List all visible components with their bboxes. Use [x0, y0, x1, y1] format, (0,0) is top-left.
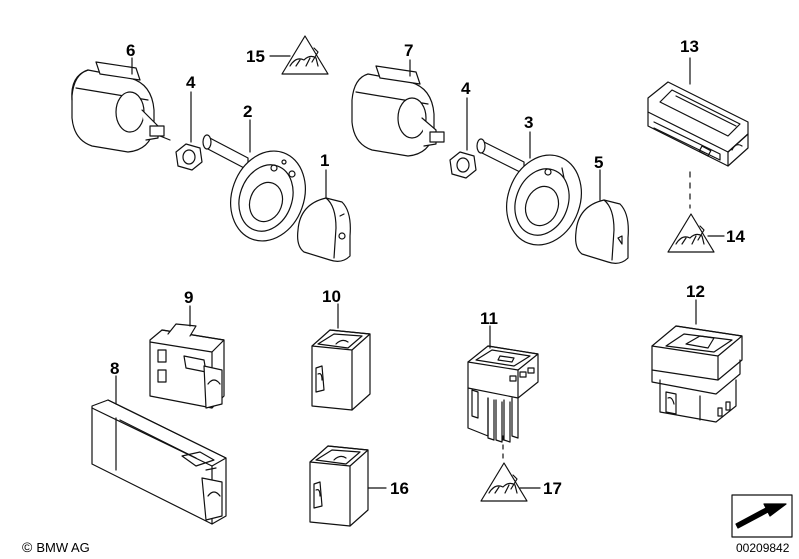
- part-12-switch: [651, 325, 743, 423]
- callout-7: 7: [404, 41, 414, 60]
- callout-11: 11: [480, 309, 498, 328]
- callout-9: 9: [184, 288, 194, 307]
- part-6-ring-middle: [476, 138, 582, 246]
- part-10-switch: [311, 329, 371, 411]
- part-4-nut-left: [175, 143, 203, 171]
- callout-16: 15: [246, 47, 265, 66]
- part-11-switch: [467, 345, 539, 443]
- callout-4-middle: 4: [461, 79, 471, 98]
- part-7-switch-body: [351, 65, 445, 157]
- part-14-switch: [647, 81, 749, 167]
- part-9-switch: [149, 323, 225, 409]
- callout-17: 17: [543, 479, 562, 498]
- part-3-switch-body: [71, 61, 171, 153]
- callout-14: 13: [680, 37, 699, 56]
- part-4-nut-middle: [449, 151, 477, 179]
- copyright-notice: © BMW AG: [22, 539, 90, 555]
- part-1-knob-left: [297, 197, 351, 262]
- part-2-ring-left: [202, 134, 306, 242]
- warning-triangle-icon: [480, 462, 528, 502]
- callout-12: 12: [686, 282, 705, 301]
- brand-name: BMW AG: [36, 539, 90, 555]
- callout-6: 3: [524, 113, 534, 132]
- callout-4-left: 4: [186, 73, 196, 92]
- callout-13: 16: [390, 479, 409, 498]
- arrow-box-icon: [731, 494, 793, 538]
- callout-1: 1: [320, 151, 330, 170]
- part-8-long-switch: [91, 399, 227, 525]
- callout-5: 5: [594, 153, 604, 172]
- part-13-switch: [309, 445, 369, 527]
- callout-10: 10: [322, 287, 341, 306]
- callout-3: 6: [126, 41, 136, 60]
- copyright-symbol: ©: [22, 539, 33, 555]
- callout-15: 14: [726, 227, 745, 246]
- document-number: 00209842: [736, 541, 790, 555]
- callout-8: 8: [110, 359, 120, 378]
- part-5-knob-middle: [575, 199, 629, 264]
- warning-triangle-icon: [667, 213, 715, 253]
- callout-2: 2: [243, 102, 253, 121]
- warning-triangle-icon: [281, 35, 329, 75]
